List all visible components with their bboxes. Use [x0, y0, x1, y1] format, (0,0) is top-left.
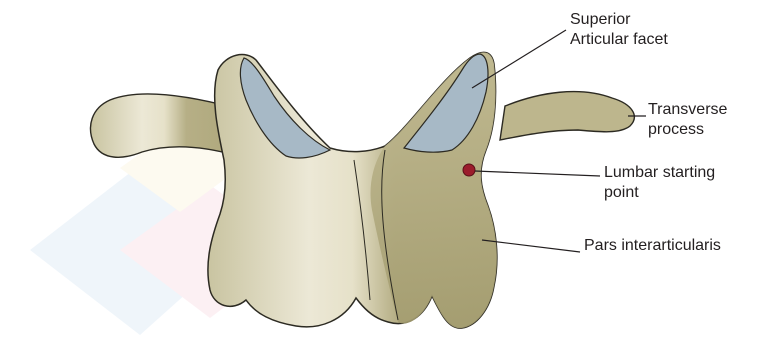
label-pars-interarticularis: Pars interarticularis [584, 236, 721, 256]
label-transverse-process: Transverse process [648, 100, 727, 140]
label-pars-line1: Pars interarticularis [584, 236, 721, 256]
label-lumbar-starting-point: Lumbar starting point [604, 163, 715, 203]
label-starting-line2: point [604, 183, 715, 203]
label-superior-articular-facet: Superior Articular facet [570, 10, 668, 50]
leader-line-starting-point [475, 171, 600, 176]
label-superior-line1: Superior [570, 10, 668, 30]
leader-lines [472, 30, 646, 252]
label-transverse-line2: process [648, 120, 727, 140]
lumbar-starting-point-marker [463, 164, 475, 176]
label-superior-line2: Articular facet [570, 30, 668, 50]
label-transverse-line1: Transverse [648, 100, 727, 120]
label-starting-line1: Lumbar starting [604, 163, 715, 183]
right-transverse-process [500, 92, 634, 140]
